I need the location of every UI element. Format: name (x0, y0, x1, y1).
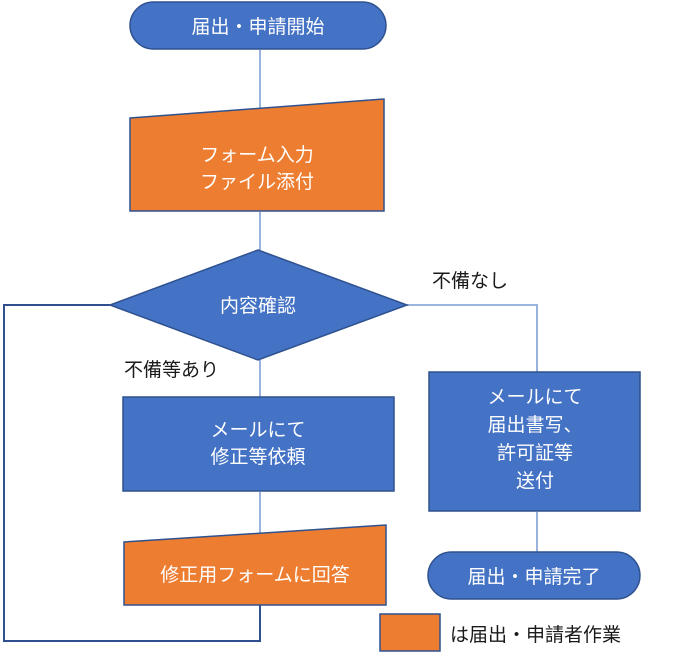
start-terminator: 届出・申請開始 (129, 1, 387, 50)
legend: は届出・申請者作業 (379, 613, 621, 652)
legend-swatch (379, 613, 441, 652)
end-terminator: 届出・申請完了 (427, 551, 641, 600)
send-docs-line3: 許可証等 (497, 442, 573, 464)
send-docs-line1: メールにて (487, 386, 582, 408)
connector-check-send (407, 304, 538, 372)
send-docs-line2: 届出書写、 (487, 414, 582, 436)
send-docs-line4: 送付 (516, 470, 554, 492)
edge-label-no-defect: 不備なし (432, 270, 508, 292)
end-label: 届出・申請完了 (467, 566, 600, 588)
send-docs-box: メールにて 届出書写、 許可証等 送付 (428, 371, 641, 512)
start-label: 届出・申請開始 (191, 16, 324, 38)
answer-form-label: 修正用フォームに回答 (160, 564, 349, 586)
request-fix-box: メールにて 修正等依頼 (122, 396, 395, 492)
legend-label: は届出・申請者作業 (450, 624, 621, 646)
form-input-box: フォーム入力 ファイル添付 (129, 98, 385, 212)
form-input-line1: フォーム入力 (200, 144, 313, 166)
connector-loop-back (3, 304, 261, 642)
form-input-line2: ファイル添付 (200, 171, 314, 193)
request-fix-line2: 修正等依頼 (210, 446, 305, 468)
edge-label-has-defect: 不備等あり (124, 359, 219, 381)
check-decision: 内容確認 (107, 249, 410, 361)
check-label: 内容確認 (220, 295, 296, 317)
request-fix-line1: メールにて (210, 419, 305, 441)
answer-form-box: 修正用フォームに回答 (123, 524, 387, 606)
